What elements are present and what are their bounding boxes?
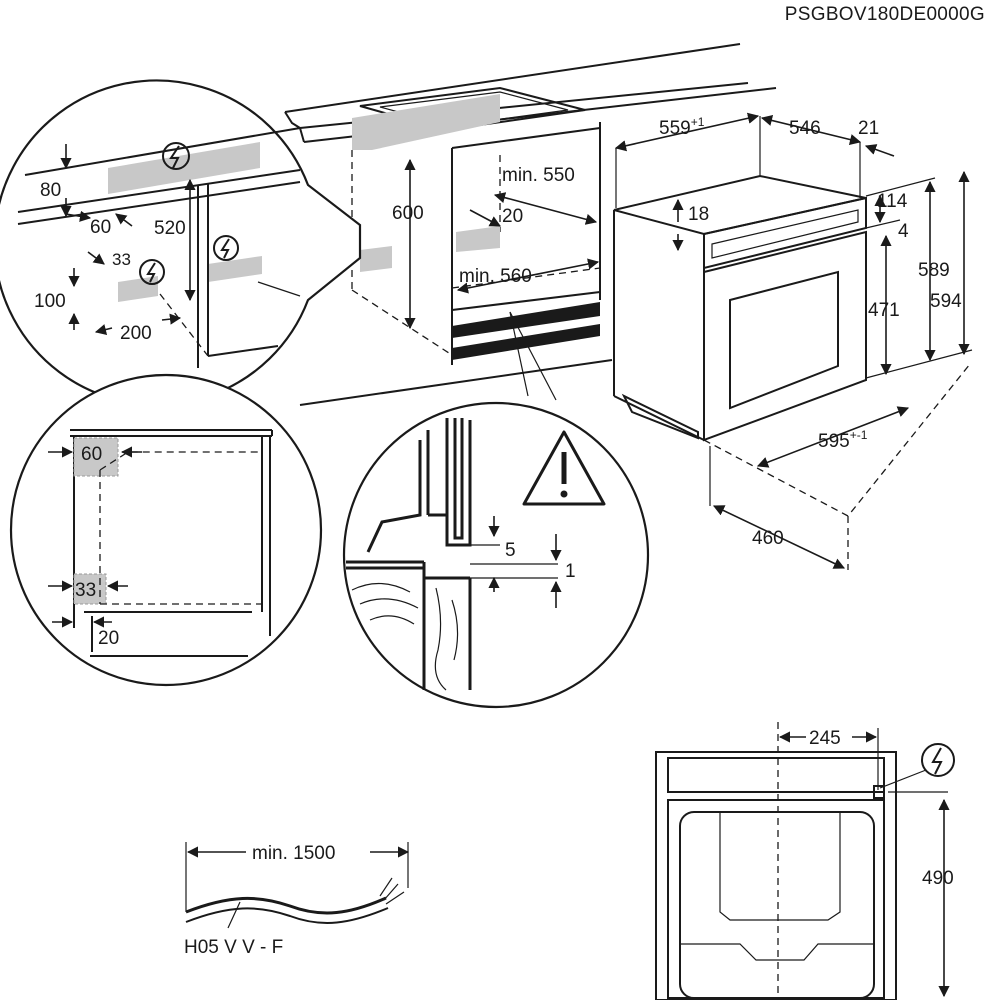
electrical-connection-icon <box>162 142 190 170</box>
rear-gap-label: 20 <box>502 206 523 227</box>
top-offset-label: 18 <box>688 204 709 225</box>
front-thickness-label: 21 <box>858 118 879 139</box>
oven-depth-label: 559+1 <box>659 115 705 139</box>
gap-front-label: 5 <box>505 540 516 561</box>
inlet-length-label: 200 <box>120 323 152 344</box>
bottom-opening-label: 33 <box>75 580 96 601</box>
electrical-connection-icon <box>213 235 239 261</box>
detail-bottom-center: 5 1 <box>342 401 650 709</box>
top-vent-area <box>352 94 500 150</box>
supply-cable: min. 1500 H05 V V - F <box>184 842 410 958</box>
cavity-height-label: 471 <box>868 300 900 321</box>
overall-height-label: 594 <box>930 291 962 312</box>
panel-step-label: 4 <box>898 221 909 242</box>
connection-offset-label: 245 <box>809 728 841 749</box>
cabinet-view: 600 min. 550 20 min. 560 <box>284 43 777 406</box>
top-clearance-label: 80 <box>40 180 61 201</box>
body-height-label: 589 <box>918 260 950 281</box>
detail-top-left: 80 60 520 33 100 200 <box>0 79 362 406</box>
cabinet-height-label: 600 <box>392 203 424 224</box>
electrical-connection-icon <box>139 259 165 285</box>
inlet-height-label: 100 <box>34 291 66 312</box>
plinth <box>452 302 600 338</box>
front-offset-label: 20 <box>98 628 119 649</box>
vent-depth-label: 520 <box>154 218 186 239</box>
front-panel-height-label: 114 <box>877 191 908 212</box>
cable-min-length-label: min. 1500 <box>252 843 335 864</box>
min-width-label: min. 560 <box>459 266 532 287</box>
product-code: PSGBOV180DE0000G <box>785 4 985 25</box>
rear-view: 245 490 <box>655 722 955 1000</box>
detail-bottom-left: 60 33 20 <box>9 373 323 687</box>
connection-height-label: 490 <box>922 868 954 889</box>
oven-body-depth-label: 546 <box>789 118 821 139</box>
min-depth-label: min. 550 <box>502 165 575 186</box>
gap-step-label: 1 <box>565 561 576 582</box>
oven-body: 559+1 546 21 18 114 4 471 589 594 595+-1 <box>613 112 973 570</box>
cable-type-label: H05 V V - F <box>184 937 283 958</box>
inlet-width-label: 33 <box>112 250 131 269</box>
door-open-depth-label: 460 <box>752 528 784 549</box>
top-opening-label: 60 <box>81 444 102 465</box>
overall-width-label: 595+-1 <box>818 428 868 452</box>
electrical-connection-icon <box>921 743 955 777</box>
warning-triangle-icon <box>522 430 606 506</box>
side-clearance-label: 60 <box>90 217 111 238</box>
